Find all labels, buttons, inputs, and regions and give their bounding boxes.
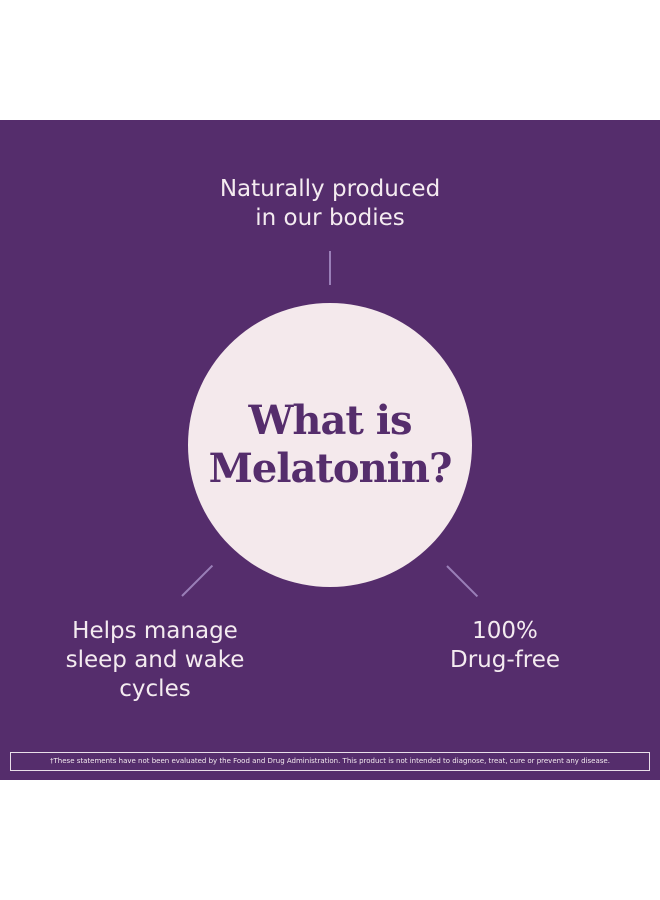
connector-line-right [446, 565, 479, 598]
infographic-panel: Naturally produced in our bodies What is… [0, 120, 660, 780]
feature-sleep-wake: Helps manage sleep and wake cycles [65, 618, 245, 702]
center-circle: What is Melatonin? [188, 303, 472, 587]
fda-disclaimer: †These statements have not been evaluate… [10, 752, 650, 771]
connector-line-left [181, 564, 214, 597]
center-title: What is Melatonin? [208, 397, 453, 492]
connector-line-top [329, 251, 331, 285]
feature-naturally-produced: Naturally produced in our bodies [219, 176, 441, 231]
feature-drug-free: 100% Drug-free [450, 618, 560, 673]
